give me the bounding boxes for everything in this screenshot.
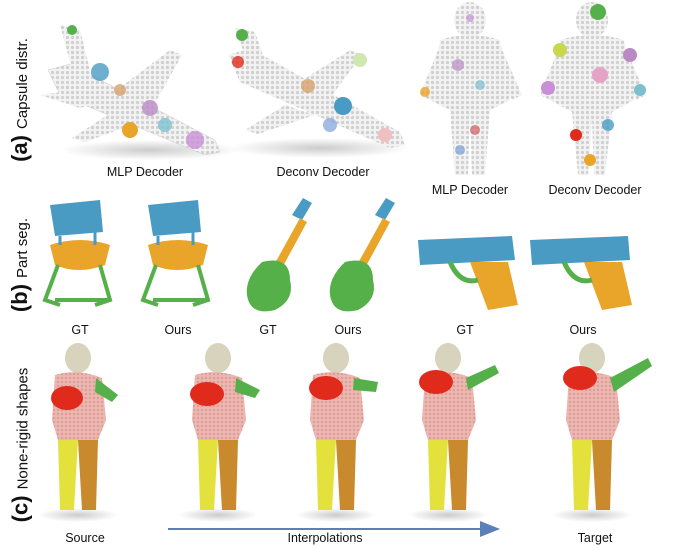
human-source bbox=[38, 343, 118, 522]
caption-pistol-gt: GT bbox=[456, 323, 474, 337]
pistol-gt bbox=[418, 236, 518, 310]
caption-deconv-decoder-plane: Deconv Decoder bbox=[276, 165, 370, 179]
pistol-ours bbox=[530, 236, 632, 310]
caption-chair-gt: GT bbox=[71, 323, 89, 337]
caption-mlp-decoder-human: MLP Decoder bbox=[431, 183, 509, 197]
human-interp-1 bbox=[178, 343, 260, 522]
caption-guitar-ours: Ours bbox=[334, 323, 362, 337]
human-interp-2 bbox=[296, 343, 378, 522]
chair-gt bbox=[42, 200, 113, 307]
caption-interpolations: Interpolations bbox=[287, 531, 363, 545]
guitar-gt bbox=[246, 198, 312, 312]
caption-deconv-decoder-human: Deconv Decoder bbox=[548, 183, 642, 197]
caption-pistol-ours: Ours bbox=[569, 323, 597, 337]
airplane-mlp bbox=[40, 25, 240, 160]
human-interp-3 bbox=[408, 343, 499, 522]
human-capsule-deconv bbox=[540, 2, 646, 175]
caption-target: Target bbox=[577, 531, 613, 545]
caption-guitar-gt: GT bbox=[259, 323, 277, 337]
caption-chair-ours: Ours bbox=[164, 323, 192, 337]
guitar-ours bbox=[329, 198, 395, 312]
human-target bbox=[552, 343, 652, 522]
caption-source: Source bbox=[65, 531, 105, 545]
caption-mlp-decoder-plane: MLP Decoder bbox=[106, 165, 184, 179]
chair-ours bbox=[140, 200, 211, 307]
human-capsule-mlp bbox=[420, 2, 522, 175]
airplane-deconv bbox=[228, 28, 410, 158]
